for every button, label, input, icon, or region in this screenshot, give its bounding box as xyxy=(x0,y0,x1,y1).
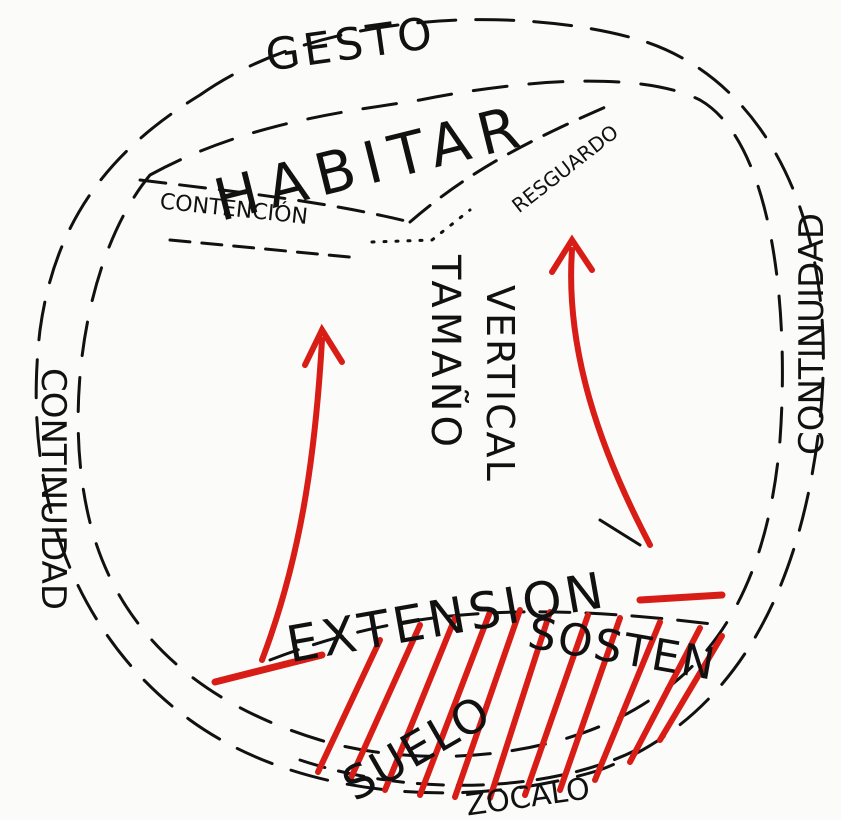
tamano-label: TAMAÑO xyxy=(422,254,470,451)
contencion-underline xyxy=(168,238,362,260)
outer-dashed-ring xyxy=(34,18,825,795)
gesto-label: GESTO xyxy=(262,7,439,81)
inner-dashed-ring xyxy=(76,79,784,758)
continuidad-left-label: CONTINUIDAD xyxy=(33,368,73,610)
dotted-center xyxy=(370,208,472,244)
vertical-label: VERTICAL xyxy=(478,285,522,483)
left-red-arrow-shaft xyxy=(259,337,325,663)
right-ground-bar xyxy=(636,591,726,604)
roof-left-dashed-line xyxy=(138,178,412,224)
continuidad-right-label: CONTINUIDAD xyxy=(792,213,832,455)
right-red-arrow-head xyxy=(549,234,595,275)
roof-right-dashed-line xyxy=(408,103,612,224)
zocalo-dashed-line xyxy=(298,746,642,787)
right-red-arrow-shaft xyxy=(568,247,653,548)
left-ground-bar xyxy=(211,651,326,686)
left-red-arrow-head xyxy=(302,323,345,368)
suelo-hatching xyxy=(315,607,725,801)
extension-dashed-line xyxy=(268,610,722,662)
extension-slash xyxy=(598,518,642,547)
